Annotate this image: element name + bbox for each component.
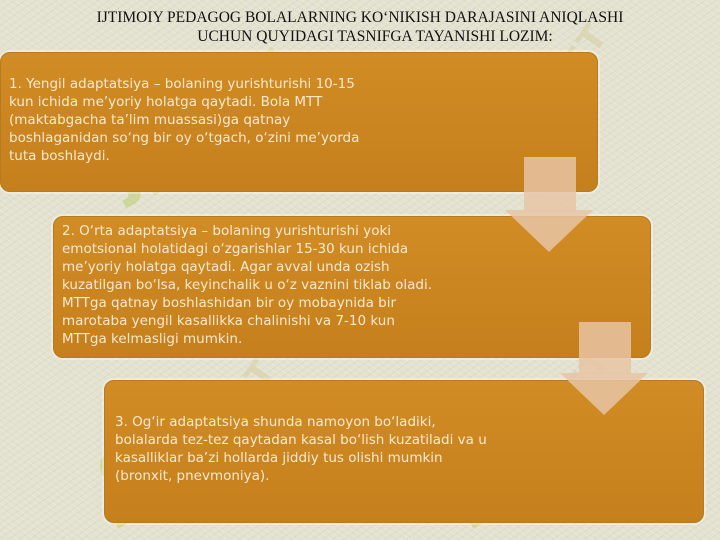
title-line-1: IJTIMOIY PEDAGOG BOLALARNING KO‘NIKISH D… <box>96 9 624 26</box>
process-box-mild-adaptation: 1. Yengil adaptatsiya – bolaning yurisht… <box>0 52 598 192</box>
box-text: 1. Yengil adaptatsiya – bolaning yurisht… <box>9 76 360 164</box>
box-text: 2. O‘rta adaptatsiya – bolaning yurishtu… <box>62 223 433 347</box>
process-box-moderate-adaptation: 2. O‘rta adaptatsiya – bolaning yurishtu… <box>53 216 651 358</box>
down-arrow-icon <box>505 157 593 252</box>
down-arrow-icon <box>560 322 648 417</box>
box-text: 3. Og‘ir adaptatsiya shunda namoyon bo‘l… <box>115 414 487 484</box>
title-line-2: UCHUN QUYIDAGI TASNIFGA TAYANISHI LOZIM: <box>197 28 553 45</box>
page-title: IJTIMOIY PEDAGOG BOLALARNING KO‘NIKISH D… <box>0 8 720 46</box>
